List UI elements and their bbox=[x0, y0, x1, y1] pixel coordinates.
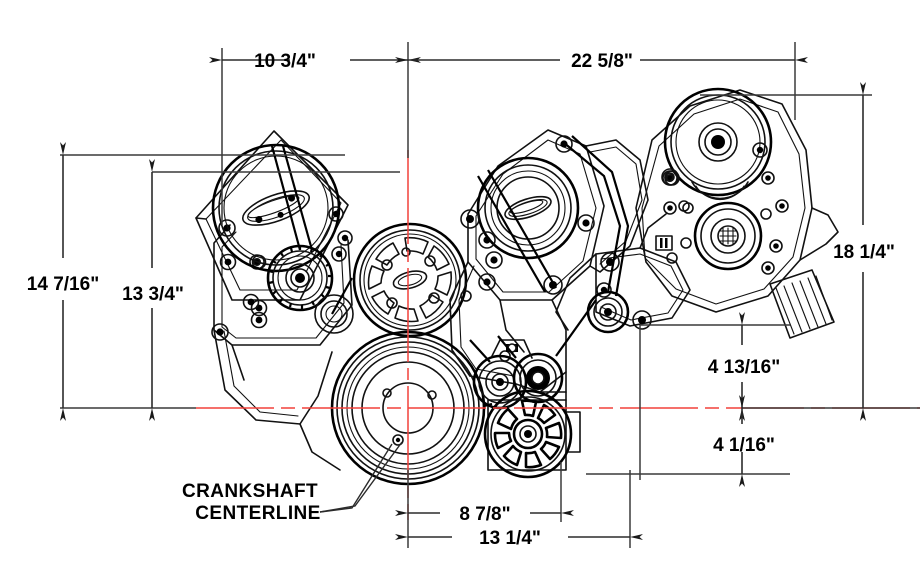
crankshaft-centerline-label-line2: CENTERLINE bbox=[195, 503, 320, 524]
serpentine-belt bbox=[270, 135, 630, 408]
dimension-bottom-outer: 13 1/4" bbox=[395, 528, 643, 549]
ps-pump-pulley bbox=[483, 389, 581, 479]
dimension-left-outer: 14 7/16" bbox=[27, 142, 99, 421]
dimension-bottom-outer-text: 13 1/4" bbox=[479, 528, 541, 549]
dimension-right-outer: 18 1/4" bbox=[833, 82, 895, 421]
dimension-bottom-inner-text: 8 7/8" bbox=[459, 504, 510, 525]
dimension-top-right-text: 22 5/8" bbox=[571, 51, 633, 72]
dimension-left-inner: 13 3/4" bbox=[122, 159, 184, 421]
dimension-top-left: 10 3/4" bbox=[209, 51, 421, 72]
dimension-right-outer-text: 18 1/4" bbox=[833, 242, 895, 263]
dimension-right-upper-text: 4 13/16" bbox=[708, 357, 780, 378]
engine-block-outline bbox=[299, 349, 567, 471]
dimension-right-lower: 4 1/16" bbox=[713, 395, 775, 487]
crankshaft-centerline-label-line1: CRANKSHAFT bbox=[182, 481, 318, 502]
dimension-left-outer-text: 14 7/16" bbox=[27, 274, 99, 295]
lower-left-bracket-arm bbox=[555, 213, 692, 334]
dimension-left-inner-text: 13 3/4" bbox=[122, 284, 184, 305]
dimension-top-left-text: 10 3/4" bbox=[254, 51, 316, 72]
center-right-bracket bbox=[449, 129, 649, 393]
dimension-top-right: 22 5/8" bbox=[395, 51, 808, 72]
left-accessory-bracket bbox=[195, 130, 354, 425]
idler-pulley-cluster bbox=[472, 339, 564, 410]
engine-assembly-geometry bbox=[195, 87, 839, 486]
duct-hatching bbox=[769, 269, 835, 339]
dimension-lines: 10 3/4" 22 5/8" 14 7/16" 13 3/4" bbox=[27, 42, 920, 549]
dimension-right-upper: 4 13/16" bbox=[708, 312, 780, 421]
water-pump-pulley-assembly bbox=[352, 222, 468, 338]
dimension-right-lower-text: 4 1/16" bbox=[713, 435, 775, 456]
crankshaft-centerline-callout: CRANKSHAFT CENTERLINE bbox=[182, 441, 403, 524]
dimension-bottom-inner: 8 7/8" bbox=[395, 504, 574, 525]
alternator-assembly bbox=[635, 87, 839, 339]
